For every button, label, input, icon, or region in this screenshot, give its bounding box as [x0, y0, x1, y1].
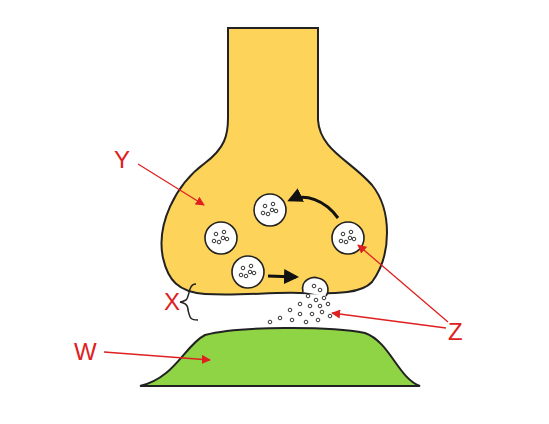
movement-arrow: [290, 197, 338, 218]
vesicles: [205, 194, 364, 288]
part-letter: Z: [448, 320, 463, 344]
movement-arrow: [268, 276, 296, 277]
synaptic-cleft: [190, 297, 332, 325]
part-letter: W: [74, 340, 97, 364]
part-letter: X: [164, 290, 180, 314]
neurotransmitters: [212, 202, 356, 324]
cleft-bracket: [180, 284, 198, 320]
fusing-vesicle: [303, 278, 328, 296]
part-letter: Y: [114, 148, 130, 172]
leader-lines: [104, 164, 448, 360]
axon-terminal: [162, 28, 387, 295]
postsynaptic-cell: [140, 328, 420, 386]
